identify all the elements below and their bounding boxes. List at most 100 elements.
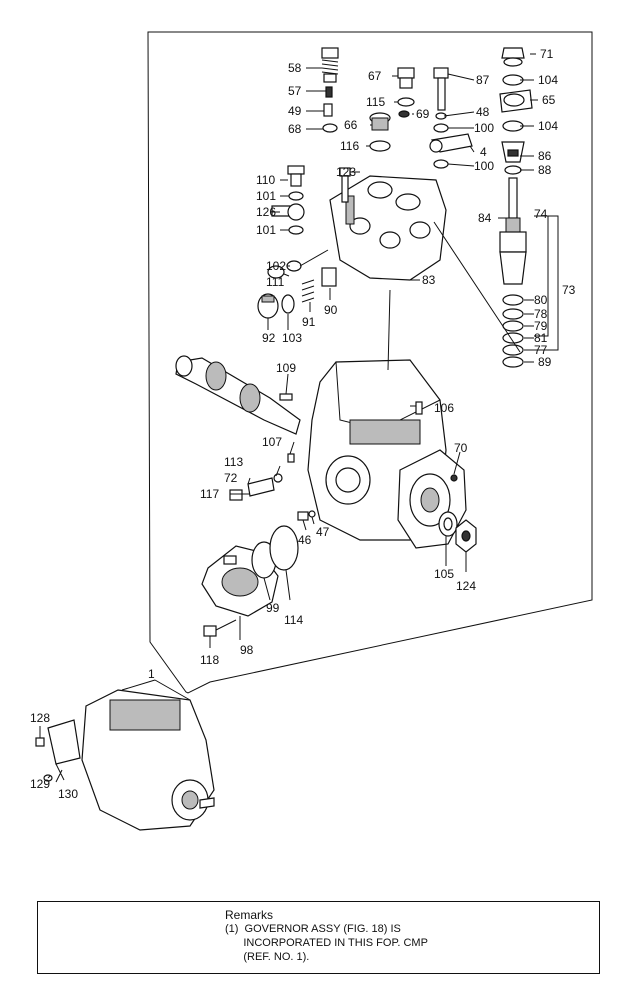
part-124-nut xyxy=(455,519,477,553)
callout-67: 67 xyxy=(368,69,382,83)
callout-98: 98 xyxy=(240,643,254,657)
part-83-pump-head-housing xyxy=(329,175,447,281)
part-100-washer-b xyxy=(433,159,449,169)
camshaft xyxy=(175,355,301,435)
callout-79: 79 xyxy=(534,319,548,333)
part-101-washer-b xyxy=(288,225,304,235)
callout-1: 1 xyxy=(148,667,155,681)
remarks-box: Remarks (1) GOVERNOR ASSY (FIG. 18) IS I… xyxy=(37,901,600,974)
part-103-washer xyxy=(281,294,295,314)
exploded-view-frame xyxy=(147,31,593,694)
callout-84: 84 xyxy=(478,211,492,225)
callout-80: 80 xyxy=(534,293,548,307)
callout-124: 124 xyxy=(456,579,476,593)
callout-100b: 100 xyxy=(474,159,494,173)
part-79-seal xyxy=(502,320,524,332)
part-84-plunger xyxy=(505,177,521,233)
part-70-screw xyxy=(450,474,458,482)
callout-83: 83 xyxy=(422,273,436,287)
callout-69: 69 xyxy=(416,107,430,121)
callout-71: 71 xyxy=(540,47,554,61)
callout-129: 129 xyxy=(30,777,50,791)
callout-104a: 104 xyxy=(538,73,558,87)
remarks-title: Remarks xyxy=(225,908,274,922)
part-71-cap xyxy=(501,47,525,67)
part-87-delivery-bolt xyxy=(433,67,449,111)
callout-86: 86 xyxy=(538,149,552,163)
callout-77: 77 xyxy=(534,343,548,357)
bracket-74 xyxy=(534,215,549,337)
callout-102: 102 xyxy=(266,259,286,273)
part-4-pipe-joint xyxy=(429,133,473,153)
callout-103: 103 xyxy=(282,331,302,345)
remarks-text: (1) GOVERNOR ASSY (FIG. 18) IS INCORPORA… xyxy=(225,923,428,963)
part-67-bolt xyxy=(397,67,415,89)
part-110-bolt xyxy=(287,165,305,187)
callout-47: 47 xyxy=(316,525,330,539)
callout-101b: 101 xyxy=(256,223,276,237)
part-107-screw xyxy=(287,453,295,463)
callout-101a: 101 xyxy=(256,189,276,203)
part-81-seal xyxy=(502,332,524,344)
callout-73: 73 xyxy=(562,283,576,297)
part-77-seal xyxy=(502,344,524,356)
callout-70: 70 xyxy=(454,441,468,455)
callout-118: 118 xyxy=(200,653,219,667)
part-117-bolt xyxy=(229,489,243,501)
callout-109: 109 xyxy=(276,361,296,375)
part-65-holder xyxy=(499,89,533,113)
callout-111: 111 xyxy=(266,275,285,289)
part-68-washer xyxy=(322,123,338,133)
part-74-barrel xyxy=(499,231,527,285)
callout-74: 74 xyxy=(534,207,548,221)
callout-91: 91 xyxy=(302,315,316,329)
callout-92: 92 xyxy=(262,331,276,345)
callout-100a: 100 xyxy=(474,121,494,135)
part-91-spring xyxy=(301,279,315,303)
callout-58: 58 xyxy=(288,61,302,75)
part-128-bolt xyxy=(35,737,45,747)
callout-68: 68 xyxy=(288,122,302,136)
callout-49: 49 xyxy=(288,104,302,118)
callout-105: 105 xyxy=(434,567,454,581)
part-80-seal xyxy=(502,294,524,306)
part-46-bolt xyxy=(297,511,309,521)
part-72-lever xyxy=(247,477,275,497)
part-118-bolt xyxy=(203,619,237,637)
callout-113: 113 xyxy=(224,455,243,469)
callout-78: 78 xyxy=(534,307,548,321)
part-113-pin xyxy=(273,473,283,483)
part-106-screw xyxy=(415,401,423,415)
assembled-pump-thumbnail xyxy=(47,689,215,831)
part-101-washer-a xyxy=(288,191,304,201)
callout-99: 99 xyxy=(266,601,280,615)
callout-4: 4 xyxy=(480,145,487,159)
part-111-plug xyxy=(267,265,285,279)
part-114-oring xyxy=(269,525,299,571)
exploded-parts-diagram: 58 57 49 68 67 115 69 66 116 87 48 100 4… xyxy=(30,31,593,831)
part-66-plug xyxy=(369,112,391,131)
part-92-plug xyxy=(257,293,279,319)
part-58-spring-holder xyxy=(321,47,339,83)
callout-106: 106 xyxy=(434,401,454,415)
callout-128: 128 xyxy=(30,711,50,725)
callout-117: 117 xyxy=(200,487,219,501)
callout-81: 81 xyxy=(534,331,548,345)
part-100-washer-a xyxy=(433,123,449,133)
part-89-seal xyxy=(502,356,524,368)
callout-88: 88 xyxy=(538,163,552,177)
part-49-valve xyxy=(323,103,333,117)
callout-87: 87 xyxy=(476,73,490,87)
part-115-oring xyxy=(397,97,415,107)
part-109-key xyxy=(279,393,293,401)
part-47-washer xyxy=(308,510,316,518)
callout-65: 65 xyxy=(542,93,556,107)
callout-72: 72 xyxy=(224,471,238,485)
callout-107: 107 xyxy=(262,435,282,449)
callout-115: 115 xyxy=(366,95,385,109)
callout-48: 48 xyxy=(476,105,490,119)
callout-130: 130 xyxy=(58,787,78,801)
callout-90: 90 xyxy=(324,303,338,317)
callout-126: 126 xyxy=(256,205,276,219)
leader-lines xyxy=(39,53,538,783)
